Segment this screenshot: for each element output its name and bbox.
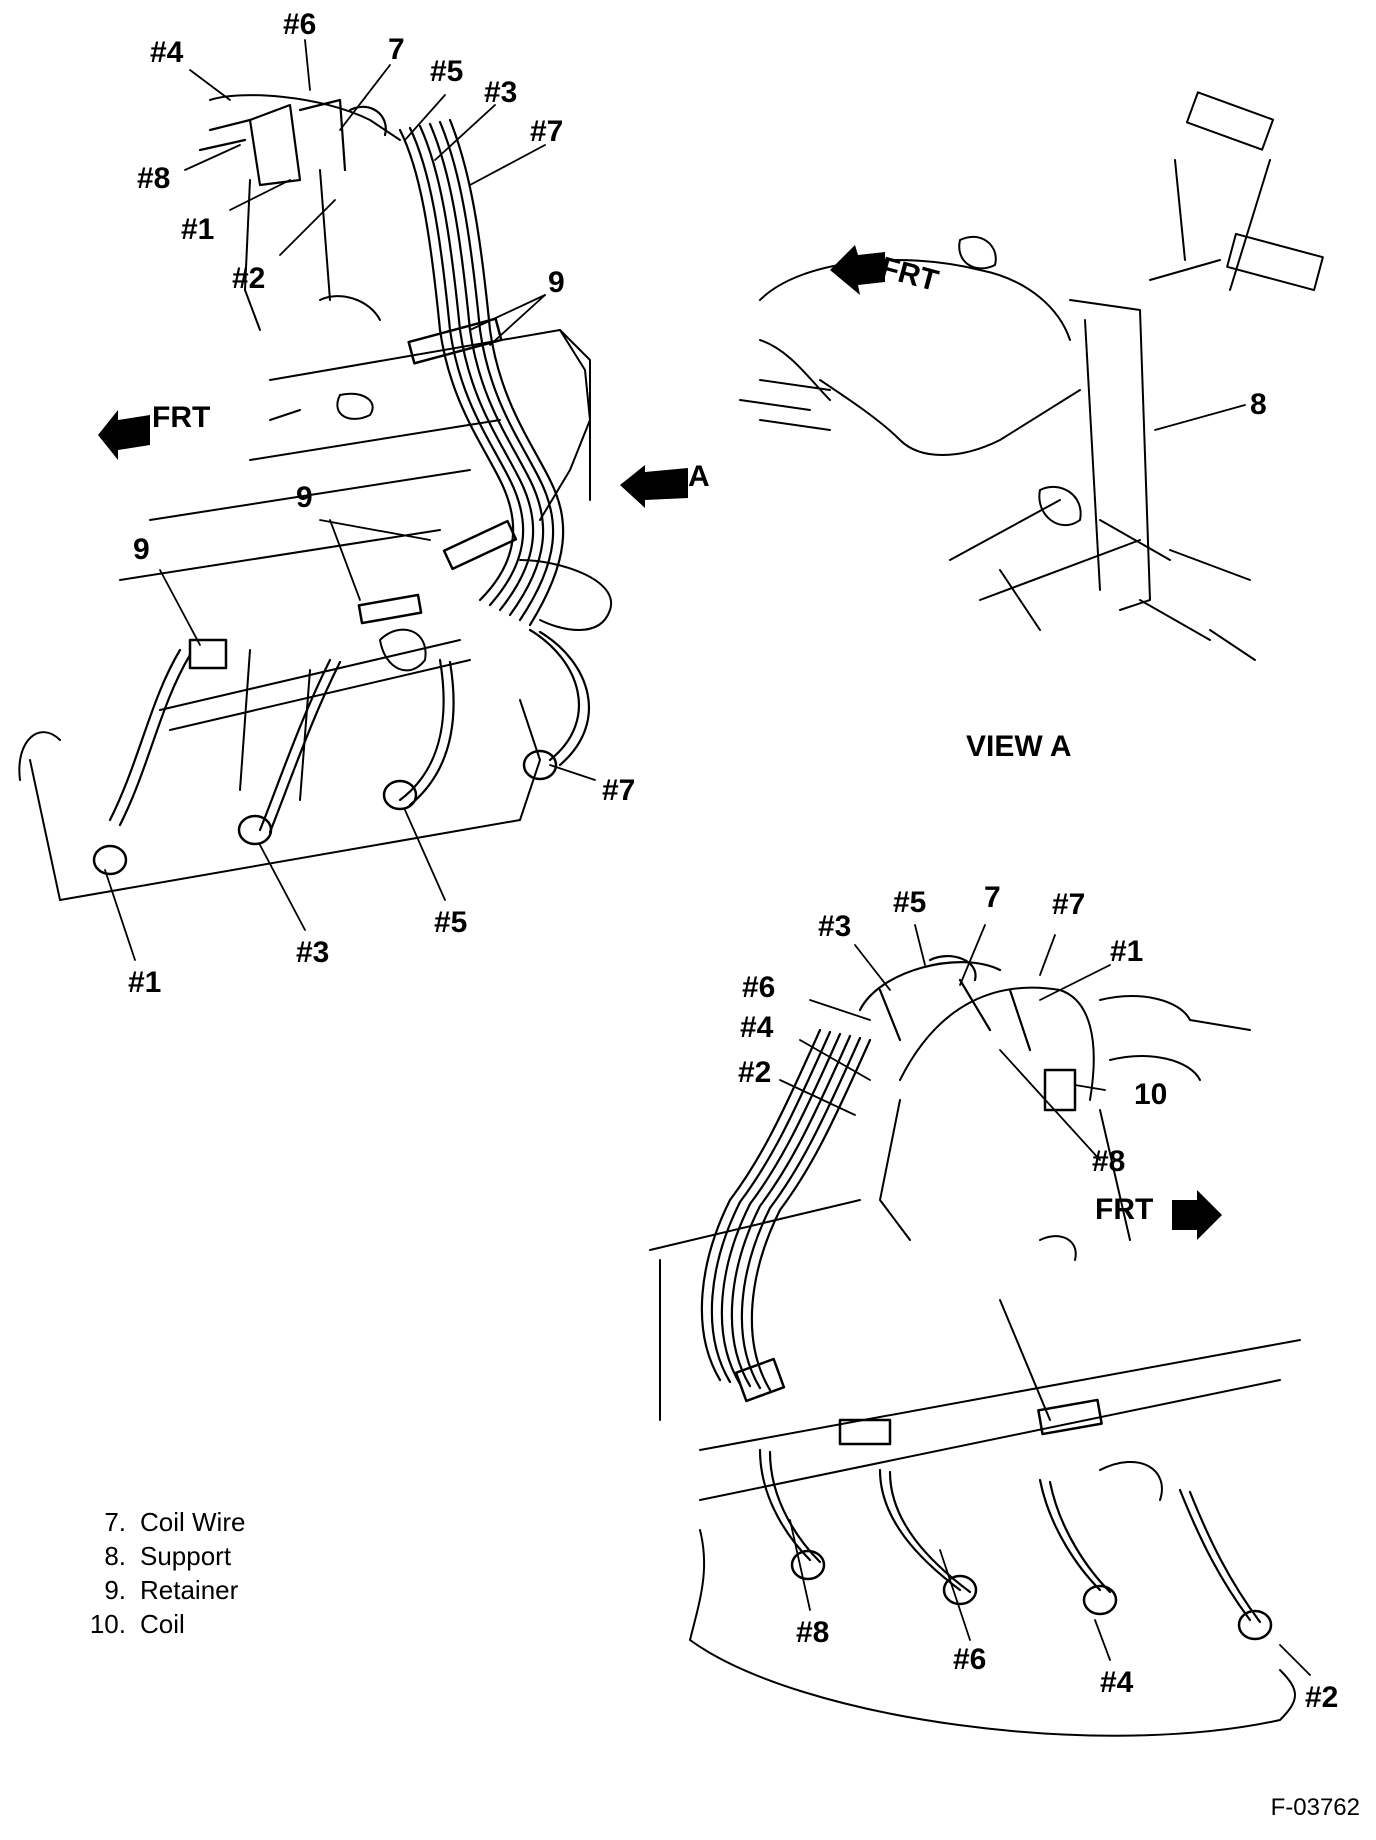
callout-upper-left-3: #3	[484, 76, 518, 109]
callout-lower-right-3: #3	[818, 910, 852, 943]
front-direction-arrow-icon	[830, 245, 885, 295]
view-a-pointer-label: A	[688, 460, 710, 493]
upper-left-engine	[18, 94, 613, 901]
callout-upper-left-plug-7: #7	[602, 774, 636, 807]
upper-left-retainers	[188, 317, 518, 670]
callout-lower-right-plug-6: #6	[953, 1643, 987, 1676]
callout-lower-right-2: #2	[738, 1056, 772, 1089]
frt-label-lower-right: FRT	[1095, 1193, 1154, 1226]
lower-right-leaders	[779, 924, 1311, 1676]
legend-row: 9.Retainer	[104, 1575, 239, 1605]
view-a-drawing	[739, 91, 1324, 661]
callout-lower-right-7: #7	[1052, 888, 1086, 921]
frt-label-upper-left: FRT	[152, 401, 211, 434]
callout-lower-right-8: #8	[1092, 1145, 1126, 1178]
view-a-arrow-icon	[620, 465, 688, 508]
callout-lower-right-7-coil-wire: 7	[984, 881, 1001, 914]
upper-left-spark-plugs	[92, 749, 558, 876]
callout-upper-left-plug-1: #1	[128, 966, 162, 999]
callout-upper-left-7-coil-wire: 7	[388, 33, 405, 66]
callout-upper-left-4: #4	[150, 36, 184, 69]
legend-row: 10.Coil	[89, 1609, 185, 1639]
upper-left-leaders	[104, 39, 596, 961]
callout-upper-left-6: #6	[283, 8, 317, 41]
callout-lower-right-plug-2: #2	[1305, 1681, 1339, 1714]
callout-upper-left-8: #8	[137, 162, 171, 195]
callout-upper-left-plug-3: #3	[296, 936, 330, 969]
front-direction-arrow-icon	[98, 410, 150, 460]
front-direction-arrow-icon	[1172, 1190, 1222, 1240]
callout-lower-right-10-coil: 10	[1134, 1078, 1168, 1111]
figure-id: F-03762	[1270, 1794, 1360, 1821]
callout-lower-right-4: #4	[740, 1011, 774, 1044]
legend-row: 7.Coil Wire	[104, 1507, 246, 1537]
callout-lower-right-1: #1	[1110, 935, 1144, 968]
callout-upper-left-9-retainer-mid: 9	[296, 481, 313, 514]
callout-upper-left-9-retainer-left: 9	[133, 533, 150, 566]
lower-right-engine	[649, 986, 1301, 1737]
callout-lower-right-plug-8: #8	[796, 1616, 830, 1649]
callout-lower-right-plug-4: #4	[1100, 1666, 1134, 1699]
callout-upper-left-2: #2	[232, 262, 266, 295]
callout-view-a-8-support: 8	[1250, 388, 1267, 421]
callout-upper-left-1: #1	[181, 213, 215, 246]
callout-upper-left-plug-5: #5	[434, 906, 468, 939]
view-a-title: VIEW A	[966, 730, 1072, 763]
lower-right-wire-bundle	[700, 955, 1262, 1624]
parts-legend: 7.Coil Wire 8.Support 9.Retainer 10.Coil	[70, 1505, 246, 1641]
callout-upper-left-7: #7	[530, 115, 564, 148]
upper-left-wire-bundle	[108, 98, 590, 834]
callout-lower-right-6: #6	[742, 971, 776, 1004]
callout-upper-left-9-retainer-top: 9	[548, 266, 565, 299]
callout-lower-right-5: #5	[893, 886, 927, 919]
view-a-leaders	[1154, 404, 1246, 431]
legend-row: 8.Support	[104, 1541, 232, 1571]
lower-right-parts	[734, 1068, 1273, 1641]
callout-upper-left-5: #5	[430, 55, 464, 88]
